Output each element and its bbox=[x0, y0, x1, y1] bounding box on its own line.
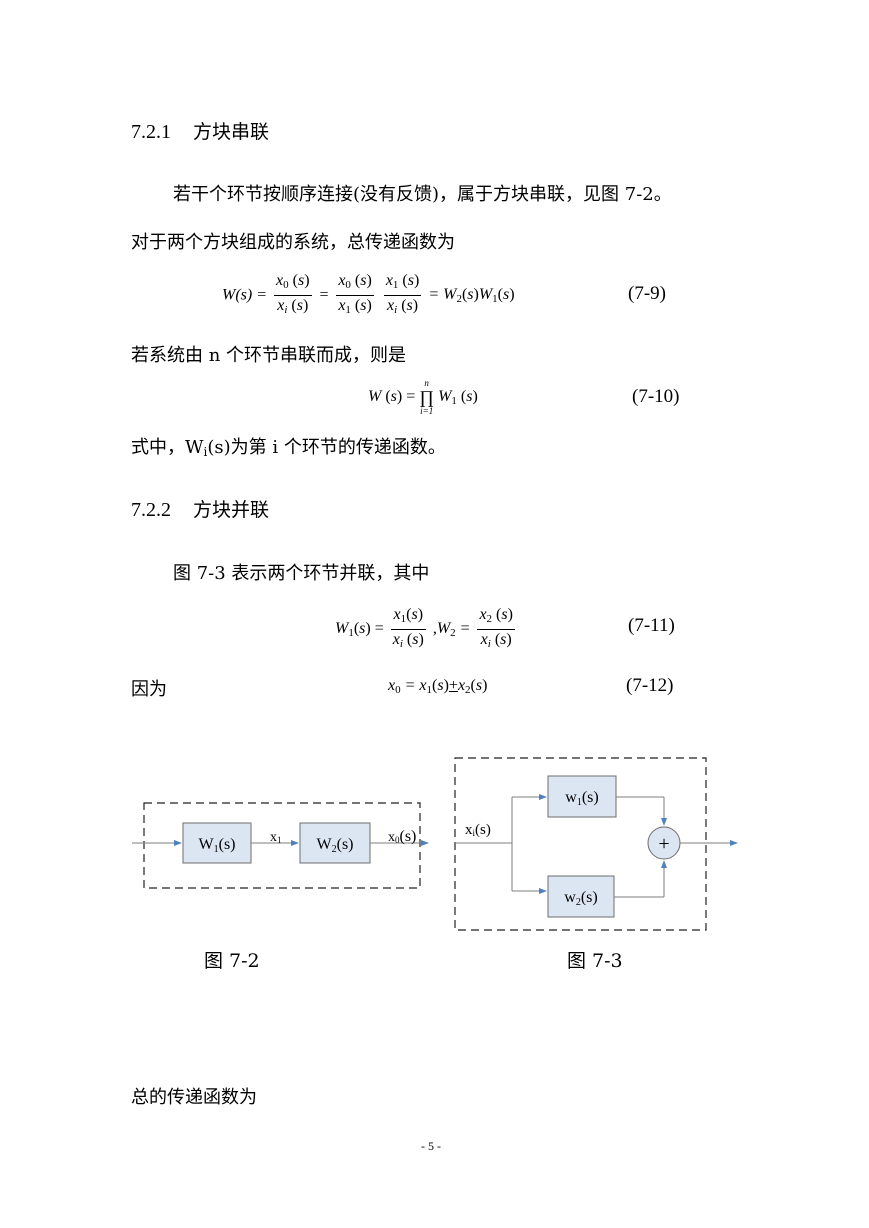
fraction-x1-xi: x1(s) xi (s) bbox=[390, 606, 426, 650]
paragraph-where: 式中，Wi(s)为第 i 个环节的传递函数。 bbox=[131, 437, 446, 459]
block-w2 bbox=[547, 875, 615, 918]
block-w1 bbox=[182, 822, 252, 864]
equation-7-9: W(s) = x0 (s) xi (s) = x0 (s) x1 (s) x1 … bbox=[222, 271, 515, 320]
equation-7-12: x0 = x1(s)+x2(s) bbox=[388, 677, 488, 696]
product-operator: n ∏ i=1 bbox=[419, 378, 435, 416]
figure-7-3-parallel-diagram: xi(s) w1(s) w2(s) + bbox=[454, 757, 738, 931]
equation-number-7-11: (7-11) bbox=[628, 615, 675, 636]
figure-7-2-caption: 图 7-2 bbox=[204, 950, 260, 972]
fraction-x0-xi: x0 (s) xi (s) bbox=[274, 272, 312, 316]
equation-number-7-10: (7-10) bbox=[632, 386, 680, 407]
equation-7-10: W (s) = n ∏ i=1 W1 (s) bbox=[368, 378, 478, 416]
dashed-boundary bbox=[454, 757, 707, 931]
section-number: 7.2.2 bbox=[131, 499, 171, 521]
section-title: 方块并联 bbox=[193, 499, 270, 521]
dashed-boundary bbox=[143, 802, 421, 889]
page-number: - 5 - bbox=[421, 1139, 441, 1153]
paragraph-series-intro: 若干个环节按顺序连接(没有反馈)，属于方块串联，见图 7-2。 bbox=[173, 184, 672, 205]
paragraph-total-transfer: 对于两个方块组成的系统，总传递函数为 bbox=[131, 232, 455, 253]
section-title: 方块串联 bbox=[193, 121, 270, 143]
section-heading-722: 7.2.2 方块并联 bbox=[131, 495, 269, 522]
section-heading-721: 7.2.1 方块串联 bbox=[131, 117, 269, 144]
section-number: 7.2.1 bbox=[131, 121, 171, 143]
block-w1 bbox=[547, 775, 617, 818]
fraction-x0-x1: x0 (s) x1 (s) bbox=[336, 272, 374, 316]
input-xi-label: xi(s) bbox=[465, 822, 491, 838]
block-w1-label: w1(s) bbox=[565, 789, 598, 808]
signal-x1-label: x1 bbox=[270, 830, 282, 845]
paragraph-parallel-intro: 图 7-3 表示两个环节并联，其中 bbox=[173, 563, 430, 584]
fraction-x2-xi: x2 (s) xi (s) bbox=[477, 606, 515, 650]
block-w2-label: W2(s) bbox=[317, 836, 354, 855]
equation-number-7-12: (7-12) bbox=[626, 675, 674, 696]
equation-7-11: W1(s) = x1(s) xi (s) ,W2 = x2 (s) xi (s) bbox=[335, 605, 518, 654]
summing-plus: + bbox=[658, 833, 669, 855]
block-w1-label: W1(s) bbox=[199, 836, 236, 855]
equation-number-7-9: (7-9) bbox=[628, 283, 666, 304]
fraction-x1-xi: x1 (s) xi (s) bbox=[383, 272, 422, 316]
block-w2 bbox=[299, 822, 371, 864]
paragraph-n-stages: 若系统由 n 个环节串联而成，则是 bbox=[131, 345, 407, 366]
output-x0-label: x0(s) bbox=[388, 828, 416, 845]
figure-7-2-series-diagram: W1(s) x1 W2(s) x0(s) bbox=[132, 802, 429, 889]
paragraph-because: 因为 bbox=[131, 679, 167, 700]
figure-7-3-caption: 图 7-3 bbox=[567, 950, 623, 972]
block-w2-label: w2(s) bbox=[564, 889, 597, 908]
paragraph-total: 总的传递函数为 bbox=[131, 1087, 257, 1108]
